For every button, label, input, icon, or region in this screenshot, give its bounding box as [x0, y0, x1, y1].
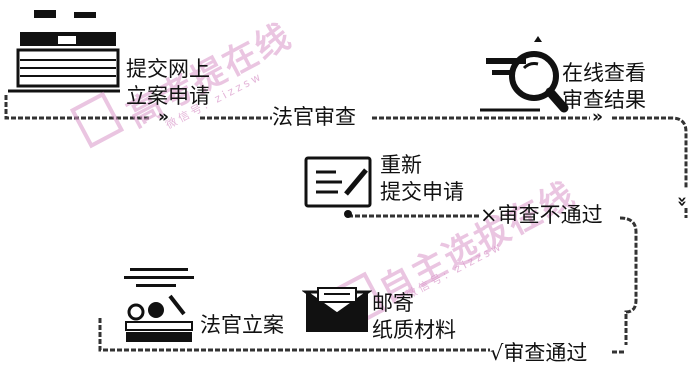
chevron-icon: » — [592, 107, 603, 127]
step-judge-file: 法官立案 — [200, 313, 284, 337]
step-mail-line1: 邮寄 — [372, 291, 414, 315]
judge-desk-icon — [124, 268, 194, 342]
chevron-down-icon: » — [671, 196, 690, 207]
step-mail-line2: 纸质材料 — [372, 318, 456, 342]
step-resubmit-line2: 提交申请 — [380, 180, 464, 204]
step-submit-online: 提交网上 立案申请 — [126, 56, 210, 110]
line-right-lower — [619, 216, 638, 345]
step-resubmit: 重新 提交申请 — [380, 152, 464, 206]
step-check-online-line2: 审查结果 — [562, 88, 646, 112]
step-check-online: 在线查看 审查结果 — [562, 60, 646, 114]
line-bottom — [98, 318, 490, 352]
step-judge-review: 法官审查 — [272, 105, 356, 129]
step-review-failed: ×审查不通过 — [480, 203, 603, 227]
edit-document-icon — [304, 156, 372, 218]
step-check-online-line1: 在线查看 — [562, 61, 646, 85]
step-submit-online-line2: 立案申请 — [126, 84, 210, 108]
line-start — [4, 95, 150, 120]
step-resubmit-line1: 重新 — [380, 153, 422, 177]
step-review-passed: √审查通过 — [490, 341, 588, 365]
step-mail: 邮寄 纸质材料 — [372, 290, 456, 344]
magnifier-icon — [480, 36, 569, 113]
chevron-icon: » — [158, 107, 169, 127]
laptop-icon — [16, 10, 120, 88]
line-right-top — [612, 116, 688, 188]
step-submit-online-line1: 提交网上 — [126, 57, 210, 81]
envelope-icon — [302, 287, 372, 332]
